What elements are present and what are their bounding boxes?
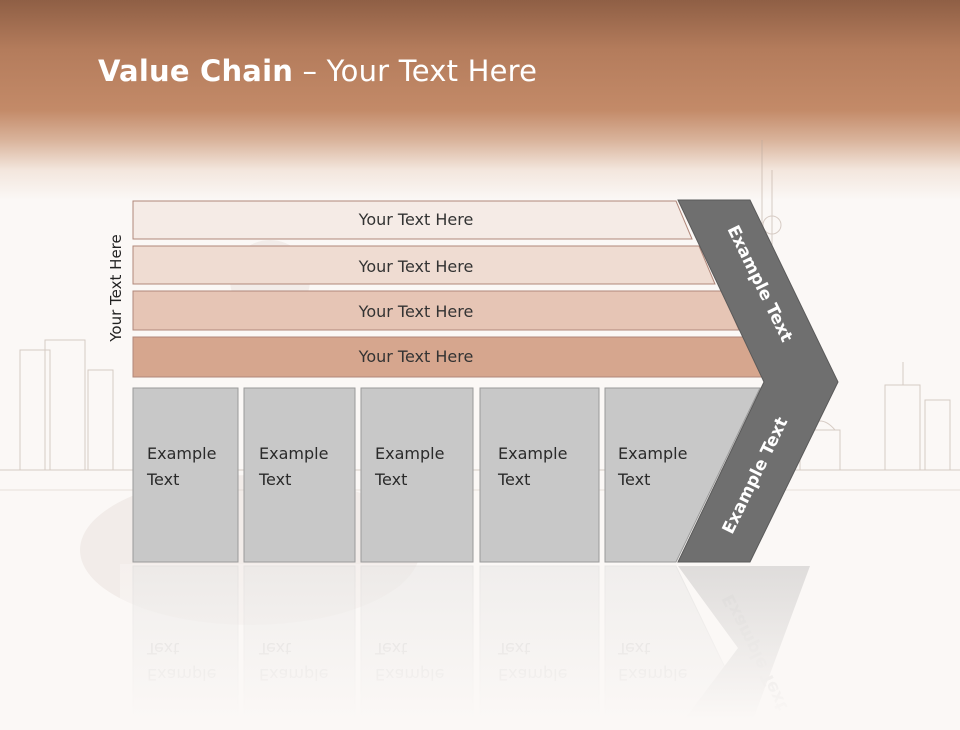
band-label-2: Your Text Here [358,257,474,276]
slide-title-rest: – Your Text Here [293,54,538,88]
box-4-line-2: Text [497,470,530,489]
band-label-4: Your Text Here [358,347,474,366]
chevron-arrow [677,199,839,563]
box-1-line-1: Example [147,444,216,463]
band-label-3: Your Text Here [358,302,474,321]
band-1 [132,200,693,240]
box-2-line-1: Example [259,444,328,463]
box-1-line-2: Text [146,470,179,489]
band-2 [132,245,716,285]
activity-box-5 [604,387,761,563]
box-4-line-1: Example [498,444,567,463]
reflection-fade [120,564,840,720]
activity-box-2 [243,387,356,563]
box-3-line-1: Example [375,444,444,463]
slide-title: Value Chain – Your Text Here [98,54,537,88]
activity-box-4 [479,387,600,563]
box-3-line-2: Text [374,470,407,489]
box-5-line-2: Text [617,470,650,489]
band-label-1: Your Text Here [358,210,474,229]
slide-title-bold: Value Chain [98,54,294,88]
activity-box-1 [132,387,239,563]
activity-box-3 [360,387,474,563]
box-2-line-2: Text [258,470,291,489]
header-band [0,0,960,200]
box-5-line-1: Example [618,444,687,463]
